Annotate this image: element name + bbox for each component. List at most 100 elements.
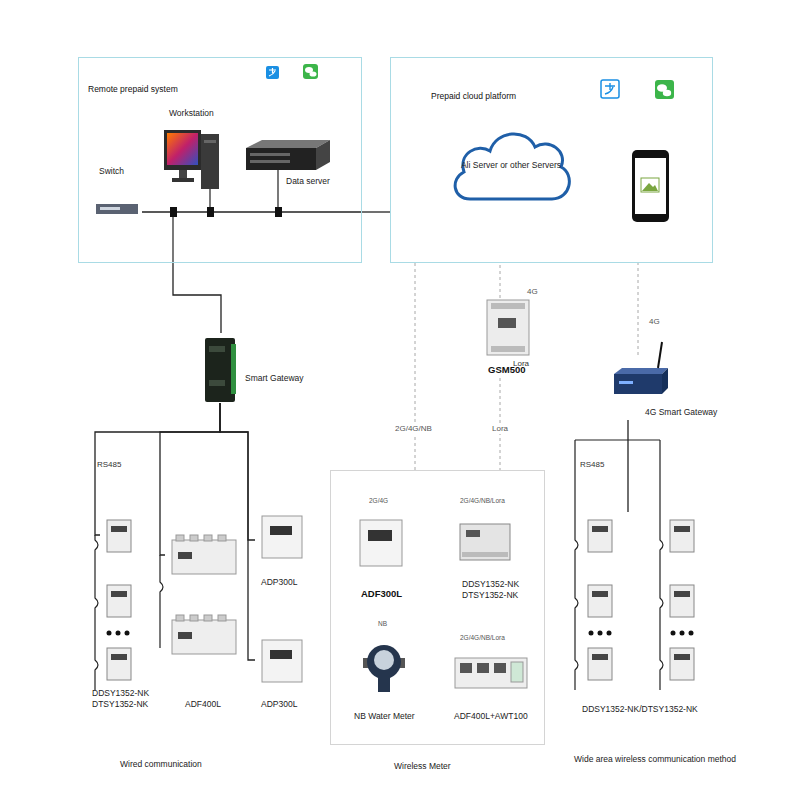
meter-node: 2G/4G/NB/LoraADF400L+AWT100 xyxy=(446,629,541,724)
meter-node: ADP300L xyxy=(255,510,310,590)
meter-display xyxy=(111,591,127,597)
meter-display xyxy=(111,526,127,532)
server-bay xyxy=(250,153,290,156)
picture-icon-hill xyxy=(642,183,658,191)
switch-device xyxy=(96,204,138,214)
ellipsis-dot xyxy=(607,631,612,636)
chat-icon xyxy=(655,80,674,99)
meter-group: DDSY1352-NK/DTSY1352-NK xyxy=(580,512,710,722)
gateway-stripe xyxy=(231,344,236,394)
phone-screen xyxy=(635,158,666,214)
terminal xyxy=(218,615,226,621)
node-label: Prepaid cloud platform xyxy=(431,91,516,102)
ellipsis-dot xyxy=(671,631,676,636)
ellipsis-dot xyxy=(598,631,603,636)
chat-icon-bubble xyxy=(310,71,317,76)
wireless-module xyxy=(511,662,523,682)
meter-display xyxy=(592,526,608,532)
wireless-link xyxy=(638,263,639,355)
gsm-terminals xyxy=(491,303,525,309)
gateway-port xyxy=(209,346,225,352)
meter-display xyxy=(592,654,608,660)
free-label: RS485 xyxy=(580,460,604,470)
wireless-link xyxy=(500,263,501,298)
router-side xyxy=(662,368,668,394)
meter xyxy=(107,520,131,552)
meter-display xyxy=(674,591,690,597)
meter-box xyxy=(360,520,402,566)
terminal xyxy=(190,535,198,541)
meter-display xyxy=(270,650,292,659)
node-label: Smart Gateway xyxy=(245,373,304,384)
rs485-bus xyxy=(575,439,660,440)
meter-display xyxy=(111,654,127,660)
ellipsis-dot xyxy=(125,631,130,636)
edge-label: Lora xyxy=(491,424,509,434)
node-label: ADF400L xyxy=(185,699,221,710)
terminal xyxy=(218,535,226,541)
monitor-screen xyxy=(167,133,198,165)
meter xyxy=(670,520,694,552)
chat-icon xyxy=(303,64,318,79)
meter-node: NBNB Water Meter xyxy=(346,615,436,727)
wired-link xyxy=(627,420,628,512)
rail-meter xyxy=(455,658,527,688)
meter-display xyxy=(674,526,690,532)
edge-label: 4G xyxy=(648,317,661,327)
water-meter-dial xyxy=(374,650,394,670)
server-side xyxy=(316,140,330,170)
ellipsis-dot xyxy=(589,631,594,636)
router-leds xyxy=(619,381,633,384)
bus-tap xyxy=(275,207,282,217)
wired-link xyxy=(95,403,220,535)
workstation-node: Workstation xyxy=(161,105,226,193)
water-meter-body xyxy=(367,645,401,679)
meter-module xyxy=(477,663,489,673)
node-label: ADF400L+AWT100 xyxy=(454,711,528,722)
gsm-display xyxy=(498,318,516,328)
meter xyxy=(107,585,131,617)
meter-module xyxy=(494,663,506,673)
terminal xyxy=(176,535,184,541)
meter-display xyxy=(270,526,292,535)
meter-module xyxy=(460,663,472,673)
wired-link xyxy=(220,403,255,540)
meter-display xyxy=(178,632,192,639)
node-label: Data server xyxy=(286,176,330,187)
pay-icon xyxy=(266,66,279,79)
pc-tower xyxy=(201,134,219,189)
pay-icon-mark xyxy=(605,83,615,94)
monitor-base xyxy=(172,178,194,182)
gateway-node: Smart Gateway xyxy=(200,333,330,403)
router-node: 4G Smart Gateway xyxy=(610,355,725,420)
multi-meter xyxy=(172,620,236,654)
terminal xyxy=(190,615,198,621)
meter-display xyxy=(592,591,608,597)
server-bay xyxy=(250,160,290,163)
platform-frame: Prepaid cloud platformAli Server or othe… xyxy=(390,57,713,263)
node-label: 2G/4G/NB/Lora xyxy=(460,495,505,506)
meter-node: 2G/4G/NB/LoraDDSY1352-NK DTSY1352-NK xyxy=(446,491,541,609)
meter-display xyxy=(674,654,690,660)
monitor-stand xyxy=(179,170,187,178)
switch-ports xyxy=(100,207,120,210)
node-label: DDSY1352-NK DTSY1352-NK xyxy=(462,579,526,601)
edge-label: 4G xyxy=(526,287,539,297)
gateway-port xyxy=(209,380,225,386)
bus-tap xyxy=(170,207,177,217)
free-label: Lora xyxy=(513,359,529,369)
meter xyxy=(670,648,694,680)
phone xyxy=(632,150,669,222)
server-top xyxy=(246,140,330,148)
node-label: Remote prepaid system xyxy=(88,84,178,95)
rail-meter xyxy=(460,524,510,560)
meter-terminals xyxy=(462,552,508,557)
node-label: 2G/4G xyxy=(369,495,388,506)
node-label: Ali Server or other Servers xyxy=(456,160,566,171)
switch-node: Switch xyxy=(93,165,145,220)
ellipsis-dot xyxy=(107,631,112,636)
meter-box xyxy=(262,516,302,558)
